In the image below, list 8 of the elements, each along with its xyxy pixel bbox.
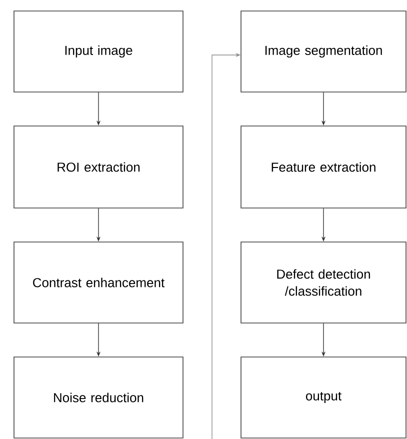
- process-box: Input image: [14, 10, 184, 92]
- process-box: Defect detection /classification: [240, 242, 406, 324]
- process-box: Contrast enhancement: [14, 242, 184, 324]
- process-box: Image segmentation: [240, 10, 406, 92]
- process-box: output: [240, 356, 406, 438]
- process-box: ROI extraction: [14, 126, 184, 208]
- process-box: Feature extraction: [240, 126, 406, 208]
- process-box: Noise reduction: [14, 356, 184, 438]
